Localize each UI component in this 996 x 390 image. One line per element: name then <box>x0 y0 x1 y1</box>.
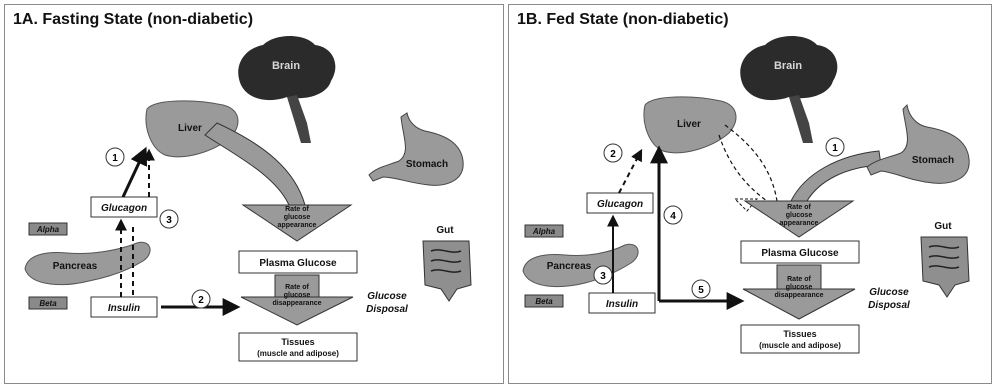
liver-label: Liver <box>178 123 202 134</box>
beta-cell-badge: Beta <box>525 295 563 307</box>
pancreas-icon: Pancreas <box>25 242 150 284</box>
step-number: 2 <box>610 149 616 160</box>
step-circle-3: 3 <box>594 266 612 284</box>
panel-fasting-state: 1A. Fasting State (non-diabetic) Brain L… <box>4 4 504 384</box>
appearance-label-line2: glucose <box>284 214 311 221</box>
glucose-disappearance-arrow: Rate of glucose disappearance <box>241 275 353 325</box>
step-circle-3: 3 <box>160 210 178 228</box>
glucagon-label: Glucagon <box>597 199 643 210</box>
beta-label: Beta <box>535 297 553 306</box>
step-number: 2 <box>198 295 204 306</box>
insulin-box: Insulin <box>91 297 157 317</box>
gut-label: Gut <box>934 221 952 232</box>
gut-icon: Gut <box>921 221 969 297</box>
alpha-label: Alpha <box>36 225 60 234</box>
disappearance-label-line2: glucose <box>786 284 813 291</box>
step-number: 3 <box>166 215 172 226</box>
step-number: 1 <box>832 143 838 154</box>
disappearance-label-line3: disappearance <box>774 292 823 299</box>
gut-label: Gut <box>436 225 454 236</box>
step-number: 4 <box>670 211 676 222</box>
fed-diagram: Brain Liver Rate of glucose appearance S… <box>509 5 993 385</box>
step-circle-2: 2 <box>604 144 622 162</box>
glucagon-to-liver-arrow <box>123 150 145 197</box>
insulin-label: Insulin <box>606 299 638 310</box>
plasma-glucose-box: Plasma Glucose <box>239 251 357 273</box>
glucose-disposal-label-line1: Glucose <box>367 291 407 302</box>
pancreas-label: Pancreas <box>547 261 592 272</box>
tissues-box: Tissues (muscle and adipose) <box>741 325 859 353</box>
glucose-disposal-label-line2: Disposal <box>868 300 910 311</box>
fasting-diagram: Brain Liver Rate of glucose appearance S… <box>5 5 505 385</box>
stomach-label: Stomach <box>912 155 954 166</box>
glucagon-label: Glucagon <box>101 203 147 214</box>
step-number: 5 <box>698 285 704 296</box>
stomach-label: Stomach <box>406 159 448 170</box>
brain-label: Brain <box>774 60 802 72</box>
disappearance-label-line1: Rate of <box>285 284 309 291</box>
alpha-cell-badge: Alpha <box>525 225 563 237</box>
tissues-sublabel: (muscle and adipose) <box>759 341 841 350</box>
glucose-appearance-arrow: Rate of glucose appearance <box>745 151 881 237</box>
glucose-disposal-label-line1: Glucose <box>869 287 909 298</box>
step-number: 3 <box>600 271 606 282</box>
stomach-icon: Stomach <box>369 113 463 185</box>
glucagon-box: Glucagon <box>587 193 653 213</box>
insulin-box: Insulin <box>589 293 655 313</box>
reduced-liver-output-dashed-arrow <box>719 125 777 211</box>
step-circle-5: 5 <box>692 280 710 298</box>
brain-icon: Brain <box>740 36 837 143</box>
tissues-label: Tissues <box>281 337 314 347</box>
appearance-label-line1: Rate of <box>787 204 811 211</box>
glucose-appearance-arrow: Rate of glucose appearance <box>205 123 351 241</box>
tissues-box: Tissues (muscle and adipose) <box>239 333 357 361</box>
tissues-sublabel: (muscle and adipose) <box>257 349 339 358</box>
pancreas-label: Pancreas <box>53 261 98 272</box>
step-circle-4: 4 <box>664 206 682 224</box>
step-circle-2: 2 <box>192 290 210 308</box>
tissues-label: Tissues <box>783 329 816 339</box>
plasma-glucose-box: Plasma Glucose <box>741 241 859 263</box>
plasma-glucose-label: Plasma Glucose <box>259 258 337 269</box>
step-circle-1: 1 <box>826 138 844 156</box>
glucagon-box: Glucagon <box>91 197 157 217</box>
beta-cell-badge: Beta <box>29 297 67 309</box>
panel-fed-state: 1B. Fed State (non-diabetic) Brain Liver <box>508 4 992 384</box>
stomach-icon: Stomach <box>867 105 969 183</box>
step-number: 1 <box>112 153 118 164</box>
disappearance-label-line3: disappearance <box>272 300 321 307</box>
insulin-label: Insulin <box>108 303 140 314</box>
beta-label: Beta <box>39 299 57 308</box>
glucagon-to-liver-dashed-arrow <box>619 151 641 193</box>
appearance-label-line1: Rate of <box>285 206 309 213</box>
brain-icon: Brain <box>238 36 335 143</box>
alpha-label: Alpha <box>532 227 556 236</box>
alpha-cell-badge: Alpha <box>29 223 67 235</box>
plasma-glucose-label: Plasma Glucose <box>761 248 839 259</box>
glucose-disposal-label-line2: Disposal <box>366 304 408 315</box>
brain-label: Brain <box>272 60 300 72</box>
appearance-label-line2: glucose <box>786 212 813 219</box>
disappearance-label-line2: glucose <box>284 292 311 299</box>
gut-icon: Gut <box>423 225 471 301</box>
liver-label: Liver <box>677 119 701 130</box>
glucose-disappearance-arrow: Rate of glucose disappearance <box>743 265 855 319</box>
appearance-label-line3: appearance <box>780 220 819 227</box>
appearance-label-line3: appearance <box>278 222 317 229</box>
step-circle-1: 1 <box>106 148 124 166</box>
disappearance-label-line1: Rate of <box>787 276 811 283</box>
pancreas-icon: Pancreas <box>523 244 638 286</box>
